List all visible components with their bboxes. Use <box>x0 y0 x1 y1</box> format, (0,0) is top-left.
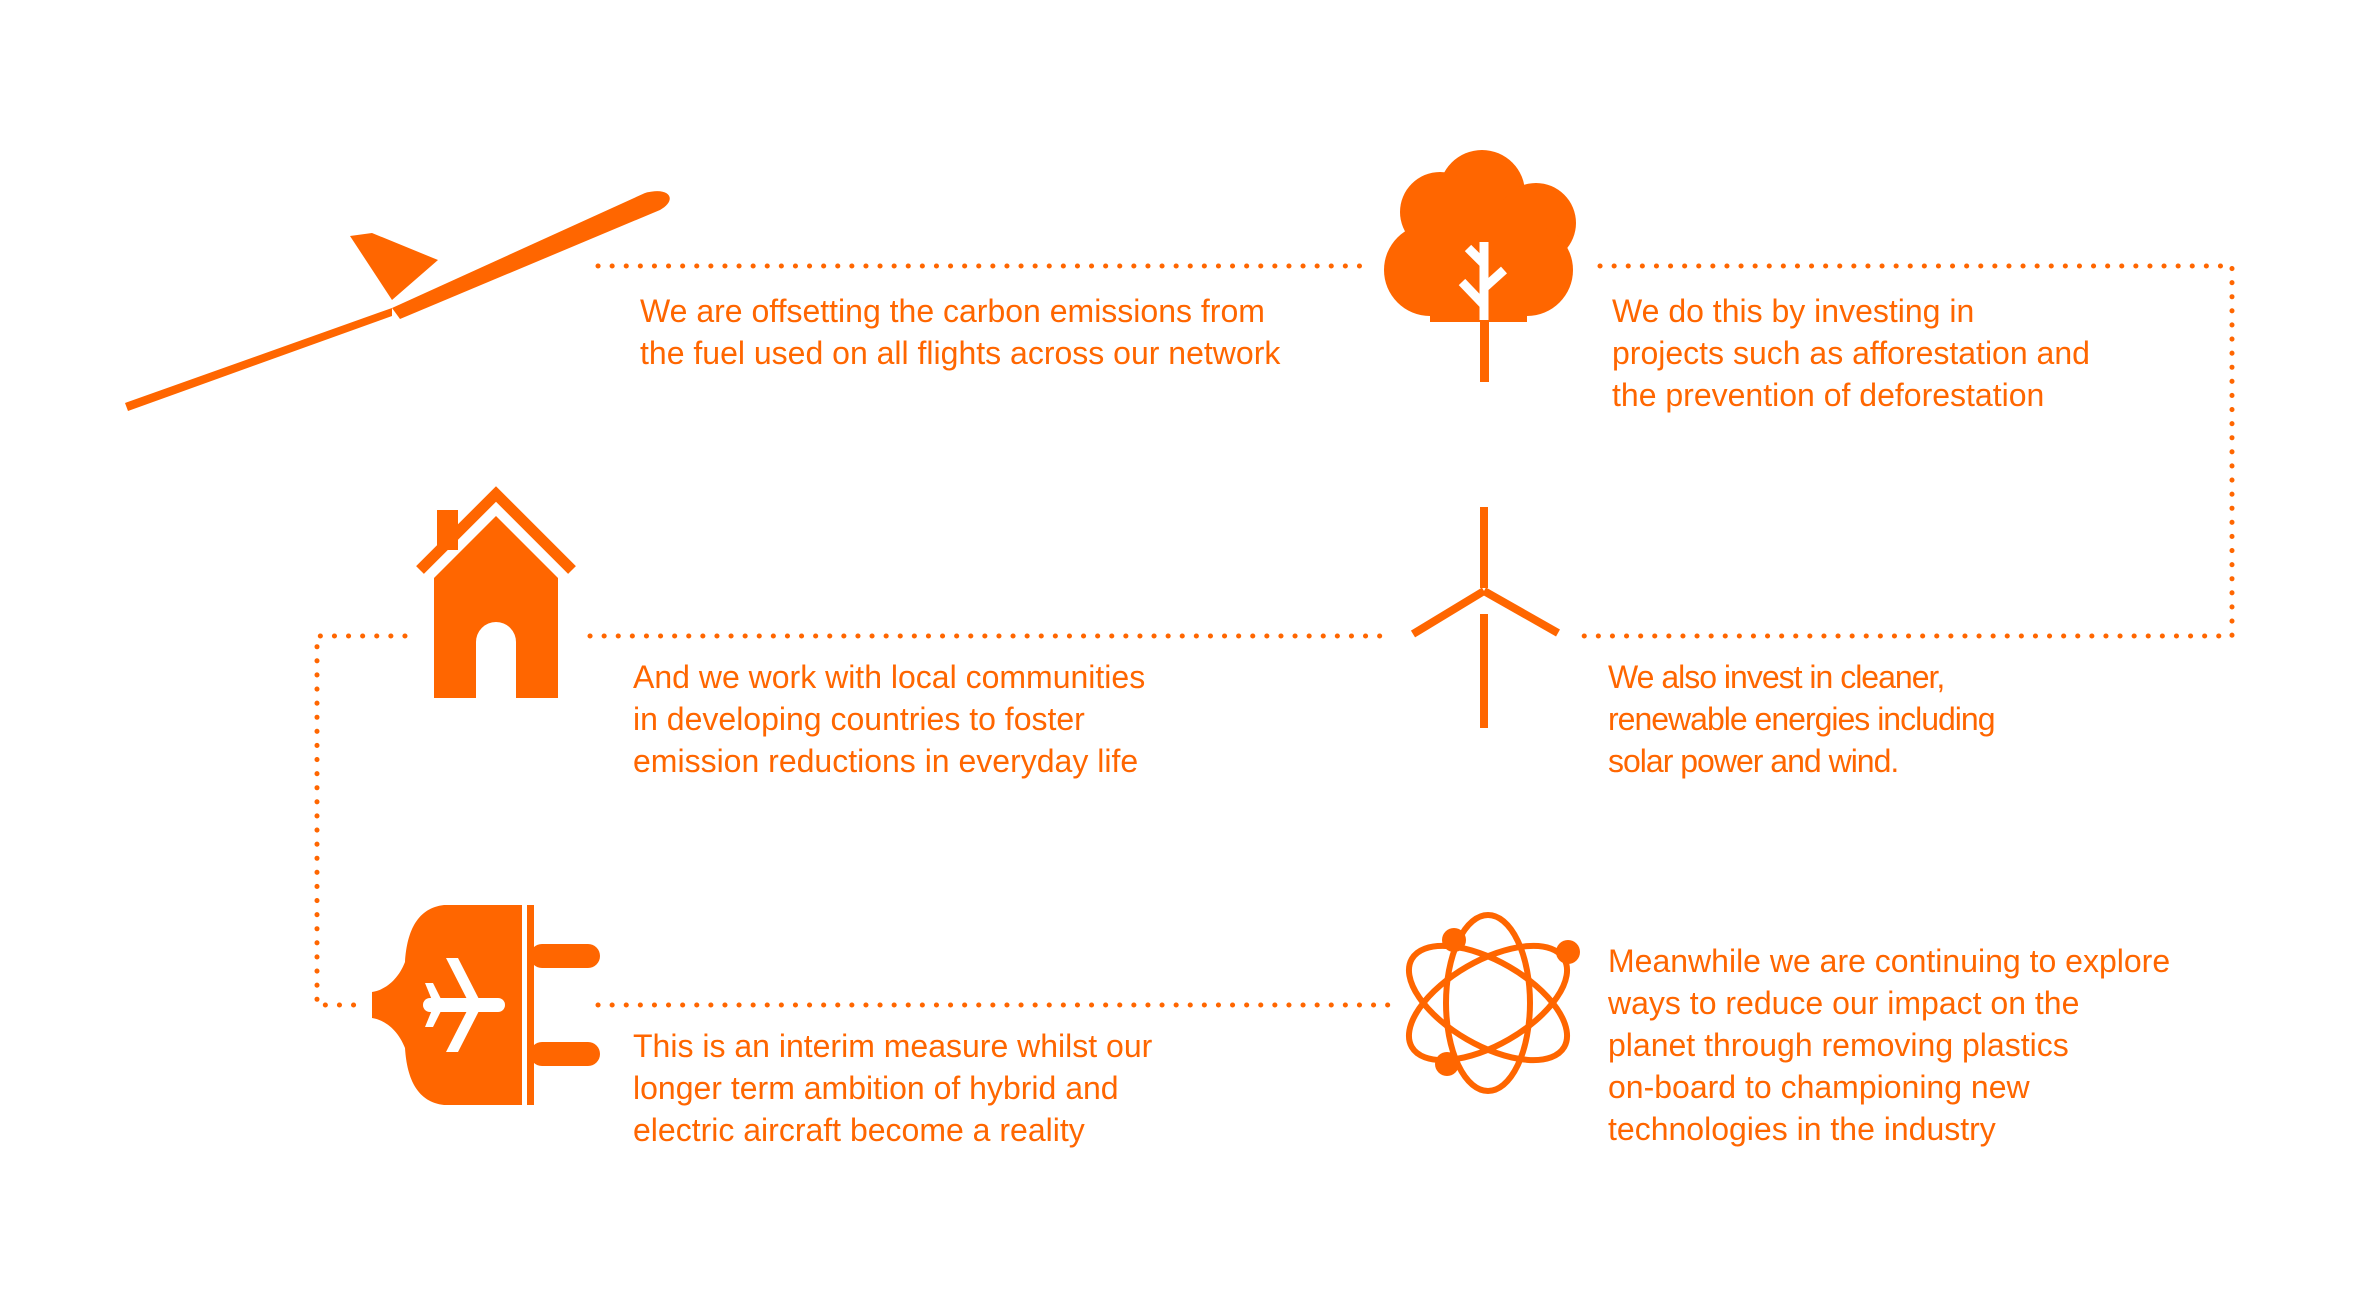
step-innovation-text: Meanwhile we are continuing to explore w… <box>1608 943 2171 1147</box>
airplane-takeoff-icon <box>125 191 670 411</box>
dotted-connector <box>314 263 2235 1008</box>
wind-turbine-icon <box>1410 507 1560 728</box>
step-interim-text: This is an interim measure whilst our lo… <box>633 1028 1153 1148</box>
connector-left <box>314 633 408 1008</box>
step-renewables-text: We also invest in cleaner, renewable ene… <box>1608 659 1995 779</box>
step-communities-text: And we work with local communities in de… <box>633 659 1146 779</box>
step-offset-text: We are offsetting the carbon emissions f… <box>640 293 1281 371</box>
step-afforestation-text: We do this by investing in projects such… <box>1612 293 2090 413</box>
connector-top-right <box>1572 263 2235 639</box>
plug-plane-symbol <box>423 958 505 1052</box>
atom-icon <box>1405 912 1580 1094</box>
electric-plug-plane-icon <box>372 905 600 1105</box>
tree-icon <box>1384 150 1576 382</box>
house-icon <box>416 486 576 698</box>
